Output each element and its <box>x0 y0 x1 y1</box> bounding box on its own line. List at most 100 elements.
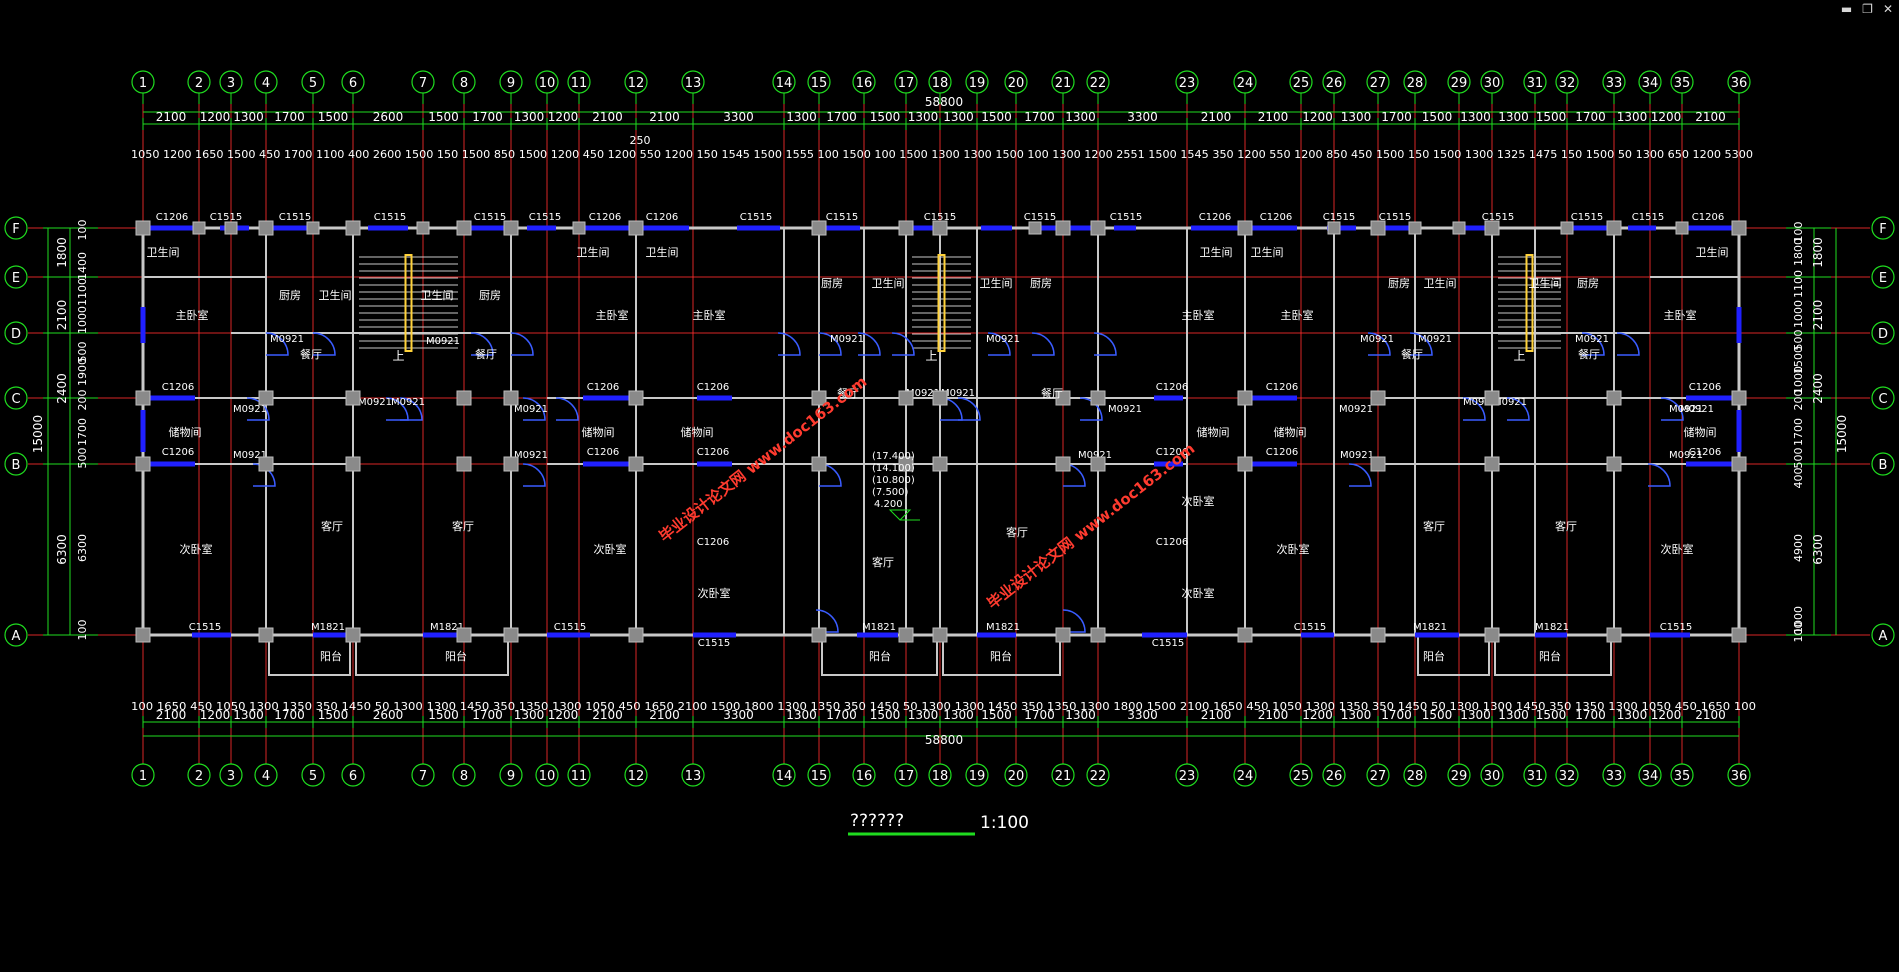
tag-window_1515-19: C1515 <box>1294 622 1326 633</box>
tag-window_1515-3: C1515 <box>374 212 406 223</box>
column <box>503 456 519 472</box>
axis-label-9-top: 9 <box>507 76 515 91</box>
axis-label-31-top: 31 <box>1527 76 1544 91</box>
dim-top-5: 1500 <box>318 110 349 124</box>
axis-label-18-top: 18 <box>932 76 949 91</box>
axis-label-6-top: 6 <box>349 76 357 91</box>
axis-label-21-top: 21 <box>1055 76 1072 91</box>
close-button[interactable]: ✕ <box>1882 2 1893 16</box>
restore-button[interactable]: ❐ <box>1862 2 1873 16</box>
axis-label-19-top: 19 <box>969 76 986 91</box>
dim-top-33: 1300 <box>1617 110 1648 124</box>
axis-label-24-bottom: 24 <box>1237 769 1254 784</box>
axis-label-20-bottom: 20 <box>1008 769 1025 784</box>
dim-bottom-32: 1700 <box>1575 708 1606 722</box>
dim-right-inner-8: 1000 <box>1792 366 1805 394</box>
axis-label-27-top: 27 <box>1370 76 1387 91</box>
column <box>345 390 361 406</box>
dim-bottom-25: 1200 <box>1302 708 1333 722</box>
axis-label-27-bottom: 27 <box>1370 769 1387 784</box>
column <box>1408 221 1422 235</box>
axis-label-4-top: 4 <box>262 76 270 91</box>
room-bathroom-9: 卫生间 <box>1251 245 1284 259</box>
columns <box>135 220 1747 643</box>
column <box>135 627 151 643</box>
dim-bottom-26: 1300 <box>1341 708 1372 722</box>
axis-label-A-left: A <box>12 629 21 644</box>
dim-top-1: 2100 <box>156 110 187 124</box>
room-storage-2: 储物间 <box>582 425 615 439</box>
dim-right-inner-11: 1000 <box>1792 300 1805 328</box>
tag-window_1206-2: C1206 <box>589 212 621 223</box>
room-master_bedroom-4: 主卧室 <box>1182 308 1215 322</box>
axis-label-32-bottom: 32 <box>1559 769 1576 784</box>
tag-window_1206-7: C1206 <box>162 382 194 393</box>
tag-window_1206-19: C1206 <box>1689 382 1721 393</box>
column <box>503 627 519 643</box>
axis-bubble-C-right <box>1871 386 1895 410</box>
balcony-rail-2 <box>355 635 509 676</box>
axis-label-E-right: E <box>1879 271 1887 286</box>
tag-door_0921-1: M0921 <box>270 334 304 345</box>
axis-label-29-top: 29 <box>1451 76 1468 91</box>
column <box>1484 627 1500 643</box>
column <box>258 456 274 472</box>
tag-door_0921-16: M0921 <box>1340 450 1374 461</box>
room-secondary_bedroom-5: 次卧室 <box>1182 586 1215 600</box>
axis-label-30-bottom: 30 <box>1484 769 1501 784</box>
column <box>1484 390 1500 406</box>
axis-label-35-top: 35 <box>1674 76 1691 91</box>
room-storage-6: 储物间 <box>1684 425 1717 439</box>
door-swing-23 <box>1506 397 1530 421</box>
column <box>898 456 914 472</box>
half-dim-top: 250 <box>630 134 651 147</box>
column <box>932 456 948 472</box>
dim-left-inner-3: 500 <box>76 448 89 469</box>
axis-label-25-bottom: 25 <box>1293 769 1310 784</box>
dim-right-mid-4: 1800 <box>1811 237 1825 268</box>
tag-door_1821-1: M1821 <box>311 622 345 633</box>
tag-window_1515-14: C1515 <box>1571 212 1603 223</box>
room-storage-3: 储物间 <box>681 425 714 439</box>
door-swing-9 <box>555 397 579 421</box>
column <box>135 456 151 472</box>
dim-top-34: 1200 <box>1651 110 1682 124</box>
column <box>1452 221 1466 235</box>
door-swing-20 <box>1367 332 1391 356</box>
column <box>1028 221 1042 235</box>
axis-label-23-bottom: 23 <box>1179 769 1196 784</box>
dim-bottom-15: 1700 <box>826 708 857 722</box>
room-secondary_bedroom-7: 次卧室 <box>1661 542 1694 556</box>
tag-window_1206-12: C1206 <box>697 447 729 458</box>
dim-right-inner-7: 200 <box>1792 390 1805 411</box>
dim-top-23: 2100 <box>1201 110 1232 124</box>
column <box>258 390 274 406</box>
room-dining-3: 餐厅 <box>837 386 859 400</box>
column <box>1606 456 1622 472</box>
column <box>224 221 238 235</box>
column <box>1055 220 1071 236</box>
dim-bottom-1: 2100 <box>156 708 187 722</box>
axis-grid <box>28 93 1870 763</box>
dim-bottom-19: 1500 <box>981 708 1012 722</box>
tag-window_1206-8: C1206 <box>162 447 194 458</box>
axis-label-20-top: 20 <box>1008 76 1025 91</box>
dim-top-28: 1500 <box>1422 110 1453 124</box>
axis-label-25-top: 25 <box>1293 76 1310 91</box>
minimize-button[interactable]: ▬ <box>1840 2 1853 16</box>
dim-bottom-34: 1200 <box>1651 708 1682 722</box>
column <box>1731 390 1747 406</box>
tag-door_0921-4: M0921 <box>986 334 1020 345</box>
axis-label-15-top: 15 <box>811 76 828 91</box>
tag-window_1515-17: C1515 <box>554 622 586 633</box>
dim-left-inner-7: 500 <box>76 342 89 363</box>
dim-bottom-29: 1300 <box>1460 708 1491 722</box>
dim-top-16: 1500 <box>870 110 901 124</box>
column <box>811 220 827 236</box>
stair-up-label: 上 <box>926 349 938 363</box>
column <box>1675 221 1689 235</box>
axis-label-22-bottom: 22 <box>1090 769 1107 784</box>
room-living-4: 客厅 <box>1006 525 1028 539</box>
room-storage-4: 储物间 <box>1197 425 1230 439</box>
axis-label-1-top: 1 <box>139 76 147 91</box>
